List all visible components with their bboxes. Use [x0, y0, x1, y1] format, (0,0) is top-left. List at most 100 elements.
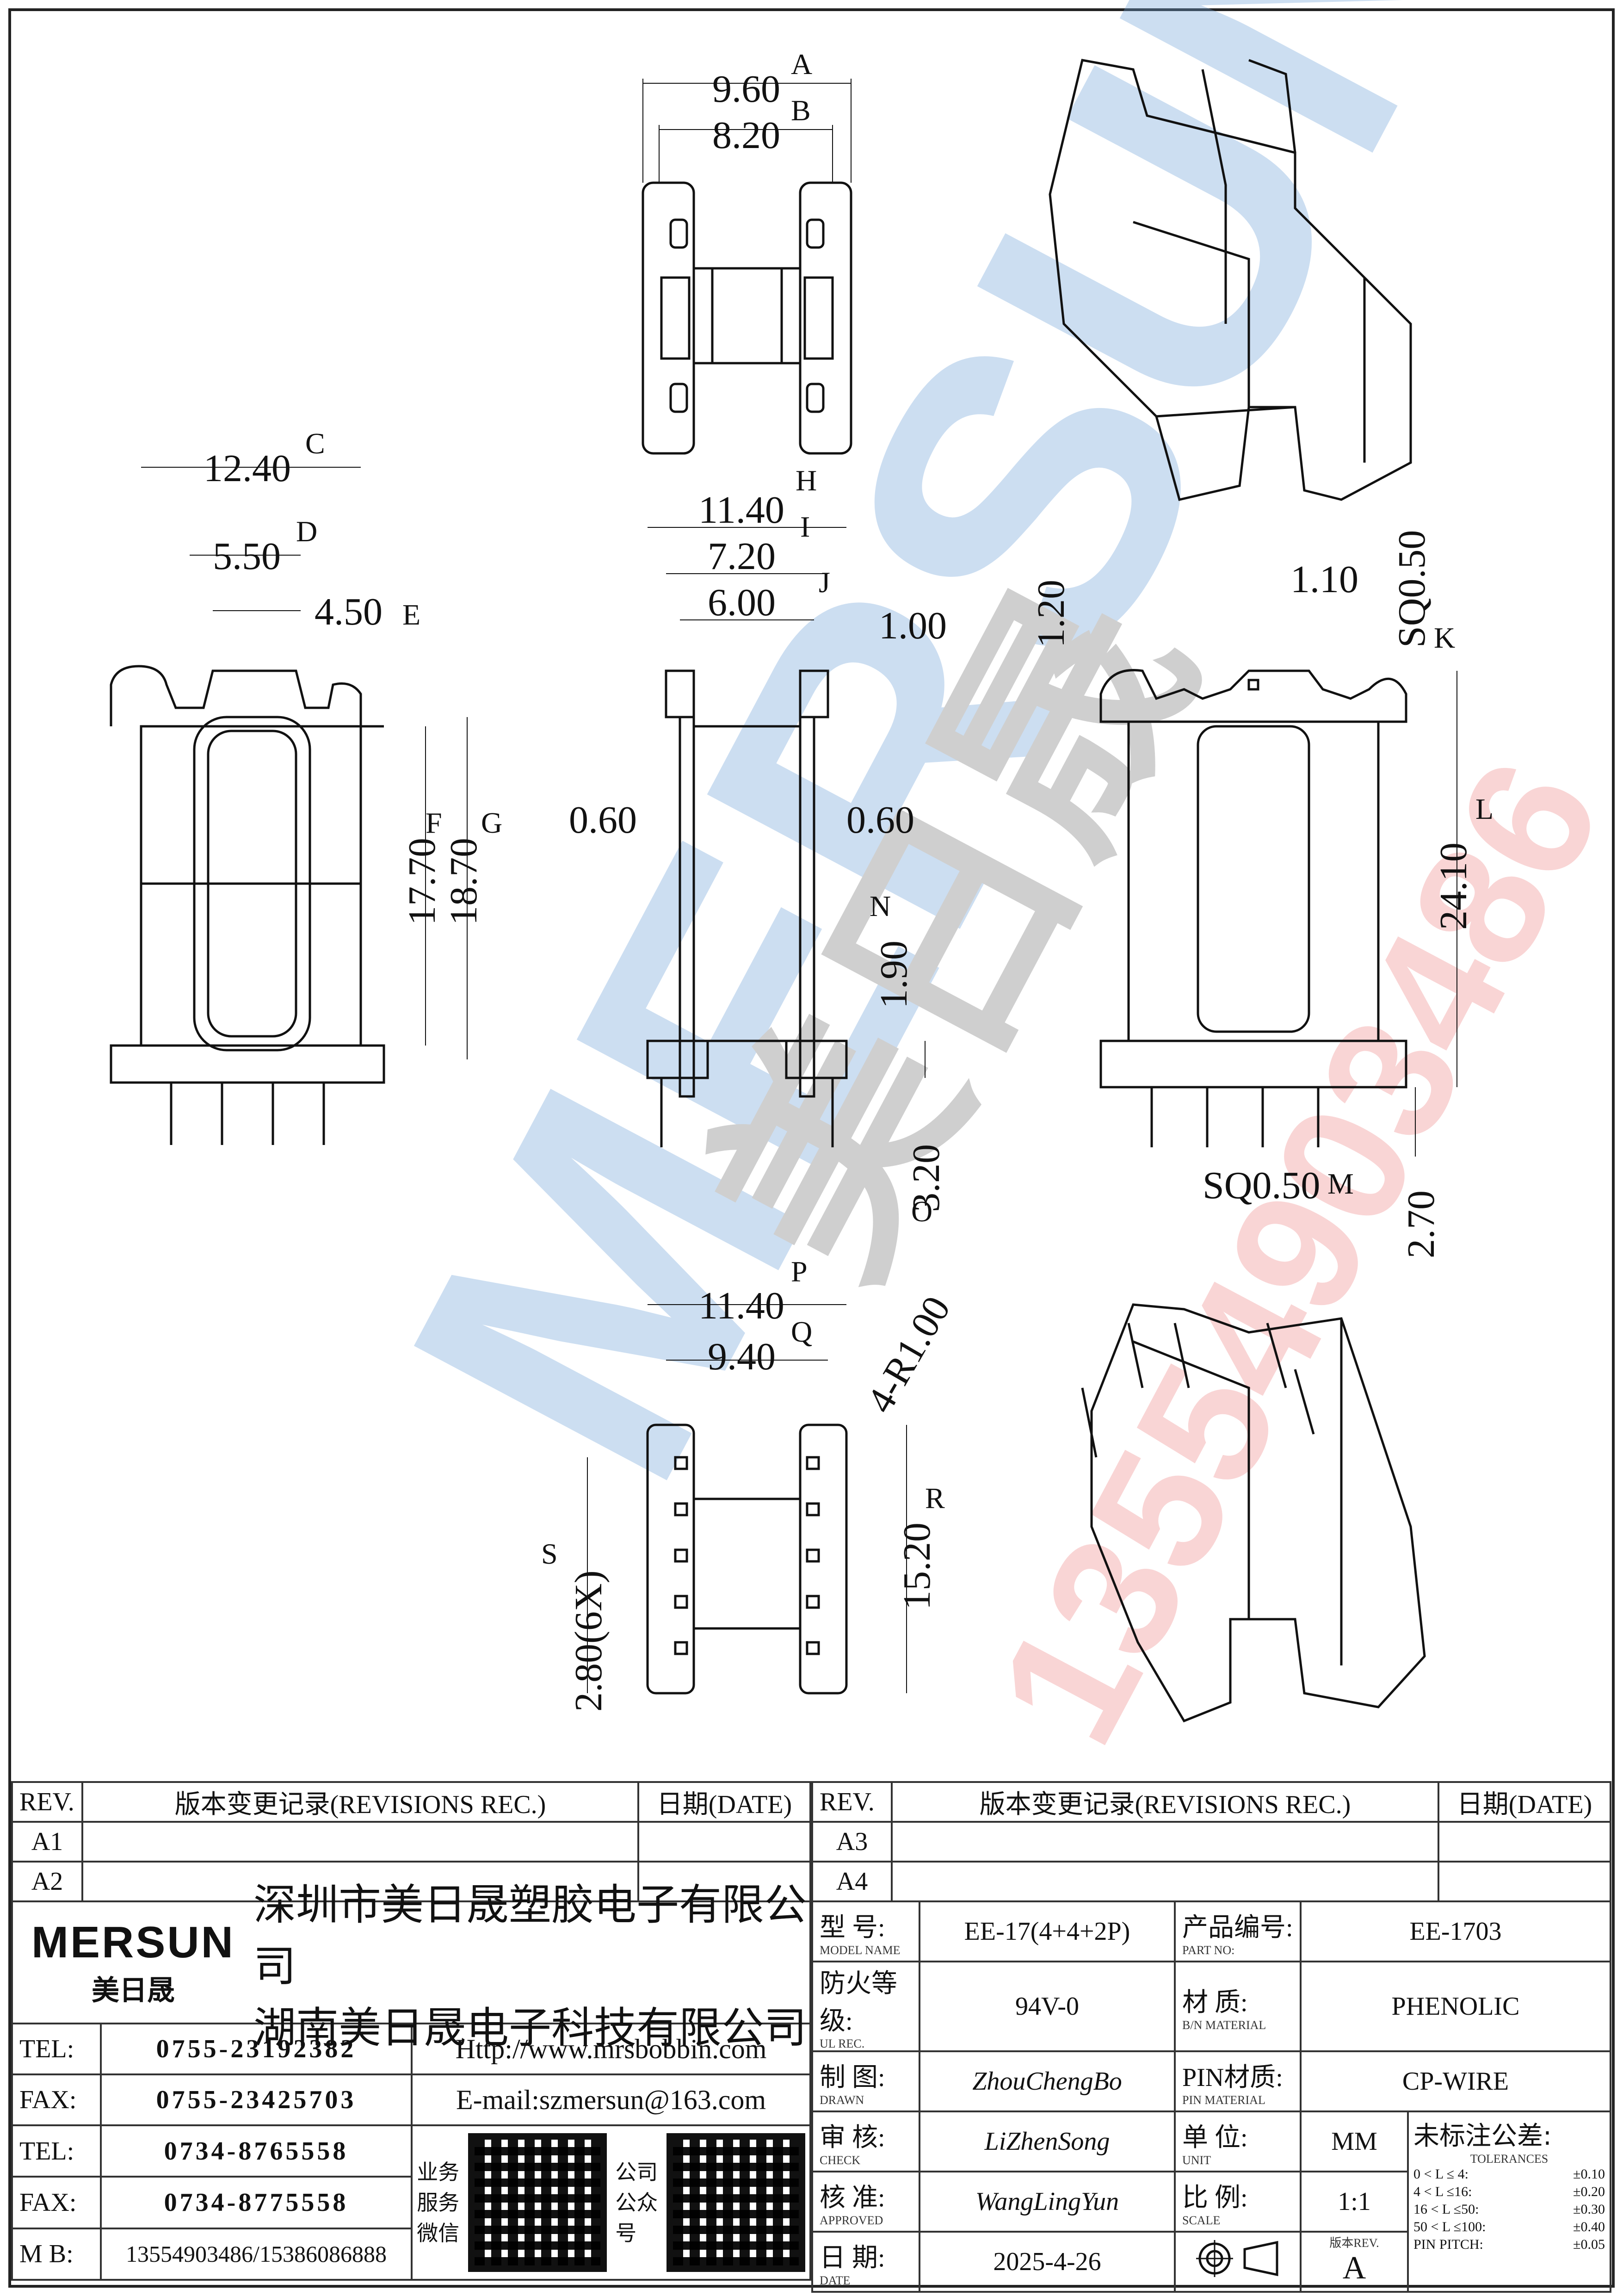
tol-range-3: 16 < L ≤50:: [1413, 2202, 1479, 2217]
tol-value-2: ±0.20: [1573, 2184, 1605, 2199]
part-label: 产品编号:: [1182, 1913, 1293, 1942]
dim-h: 11.40: [698, 489, 784, 532]
dim-j: 6.00: [708, 581, 776, 624]
check-label: 审 核:: [820, 2123, 885, 2152]
tag-r: R: [925, 1482, 945, 1515]
rev-a2: A2: [11, 1861, 83, 1902]
qr2-label: 公司 公众 号: [615, 2157, 658, 2248]
tag-l: L: [1475, 792, 1493, 825]
revisions-table-left: REV. 版本变更记录(REVISIONS REC.) 日期(DATE) A1 …: [11, 1781, 811, 1902]
tol-row-4: 50 < L ≤100: ±0.40: [1413, 2218, 1605, 2236]
model-label: 型 号:: [820, 1913, 885, 1942]
company-block: MERSUN 美日晟 深圳市美日晟塑胶电子有限公司 湖南美日晟电子科技有限公司 …: [11, 1880, 811, 2281]
dim-r: 15.20: [895, 1522, 938, 1610]
middle-dims: [648, 527, 926, 1078]
scale-label: 比 例:: [1182, 2183, 1248, 2212]
isometric-bottom: [1081, 1303, 1426, 1723]
pinmat-label: PIN材质:: [1182, 2063, 1283, 2092]
tag-b: B: [791, 94, 811, 127]
tol-row-1: 0 < L ≤ 4: ±0.10: [1413, 2166, 1605, 2183]
dim-left-060: 0.60: [569, 798, 637, 842]
scale-sub: SCALE: [1182, 2213, 1221, 2227]
tag-d: D: [296, 515, 317, 548]
qr2-label-2: 公众: [615, 2190, 658, 2215]
tag-o: O: [911, 1195, 932, 1228]
drawing-sheet: [8, 8, 1615, 2288]
logo-text: MERSUN: [31, 1917, 235, 1967]
ver-label: 版本REV.: [1329, 2236, 1379, 2250]
company-logo: MERSUN 美日晟: [13, 1917, 253, 2008]
check-value: LiZhenSong: [919, 2110, 1176, 2172]
rec-header-2: 版本变更记录(REVISIONS REC.): [891, 1781, 1439, 1823]
revisions-table-right: REV. 版本变更记录(REVISIONS REC.) 日期(DATE) A3 …: [811, 1781, 1611, 1902]
date-value: 2025-4-26: [919, 2231, 1176, 2293]
top-dims: [642, 79, 852, 183]
left-dims: [141, 467, 468, 1059]
fax1: 0755-23425703: [100, 2073, 413, 2126]
qr2-label-3: 号: [615, 2221, 637, 2246]
mat-label: 材 质:: [1182, 1988, 1248, 2017]
mb-label: M B:: [11, 2227, 102, 2281]
website-link[interactable]: Http://www.mrsbobbin.com: [411, 2023, 811, 2075]
scale-value: 1:1: [1300, 2171, 1409, 2233]
tag-c: C: [305, 427, 325, 460]
qr-code-official-icon: [666, 2133, 805, 2272]
mat-value: PHENOLIC: [1300, 1961, 1611, 2052]
date-header: 日期(DATE): [637, 1781, 811, 1823]
rev-header: REV.: [11, 1781, 83, 1823]
part-sub: PART NO:: [1182, 1943, 1235, 1957]
tag-e: E: [402, 598, 420, 631]
pinmat-sub: PIN MATERIAL: [1182, 2093, 1265, 2107]
tol-value-1: ±0.10: [1573, 2166, 1605, 2182]
pinmat-value: CP-WIRE: [1300, 2050, 1611, 2112]
tag-k: K: [1434, 621, 1455, 654]
qr1-label-1: 业务: [417, 2160, 460, 2185]
tag-f: F: [426, 806, 442, 839]
dim-w: 1.10: [1290, 558, 1358, 601]
qr1-label: 业务 服务 微信: [417, 2157, 459, 2248]
approved-value: WangLingYun: [919, 2171, 1176, 2233]
unit-sub: UNIT: [1182, 2153, 1211, 2167]
unit-value: MM: [1300, 2110, 1409, 2172]
check-sub: CHECK: [820, 2153, 861, 2167]
tolerances-cell: 未标注公差: TOLERANCES 0 < L ≤ 4: ±0.10 4 < L…: [1407, 2110, 1611, 2293]
qr-code-wechat-icon: [468, 2133, 607, 2272]
dim-q: 9.40: [708, 1335, 776, 1378]
dim-c: 12.40: [204, 447, 291, 490]
tol-value-5: ±0.05: [1573, 2237, 1605, 2252]
dim-f: 17.70: [401, 838, 444, 925]
tol-value-3: ±0.30: [1573, 2202, 1605, 2217]
tol-range-4: 50 < L ≤100:: [1413, 2219, 1486, 2234]
tol-row-5: PIN PITCH: ±0.05: [1413, 2236, 1605, 2253]
drawn-value: ZhouChengBo: [919, 2050, 1176, 2112]
qr1-label-2: 服务: [417, 2190, 460, 2215]
tol-row-3: 16 < L ≤50: ±0.30: [1413, 2201, 1605, 2218]
email-link[interactable]: E-mail:szmersun@163.com: [411, 2073, 811, 2126]
drawn-sub: DRAWN: [820, 2093, 864, 2107]
rec-header: 版本变更记录(REVISIONS REC.): [81, 1781, 639, 1823]
model-value: EE-17(4+4+2P): [919, 1900, 1176, 1962]
middle-view: [646, 669, 848, 1147]
rev-a4: A4: [811, 1861, 893, 1902]
mat-sub: B/N MATERIAL: [1182, 2018, 1266, 2032]
company-name-1: 深圳市美日晟塑胶电子有限公司: [253, 1880, 807, 1991]
rev-a3: A3: [811, 1821, 893, 1863]
fax1-label: FAX:: [11, 2073, 102, 2126]
technical-drawing: MERSUN 美日晟 13554903486: [110, 0, 1623, 1758]
tel2-label: TEL:: [11, 2124, 102, 2178]
date-sub: DATE: [820, 2273, 851, 2287]
rev-header-2: REV.: [811, 1781, 893, 1823]
isometric-top: [1049, 59, 1412, 501]
ul-sub: UL REC.: [820, 2037, 865, 2050]
dim-t: 1.20: [1030, 580, 1073, 648]
ver-value: A: [1342, 2250, 1366, 2286]
spec-block: 型 号:MODEL NAME EE-17(4+4+2P) 产品编号:PART N…: [811, 1900, 1611, 2293]
model-sub: MODEL NAME: [820, 1943, 901, 1957]
right-dims: [1415, 671, 1457, 1157]
watermark: MERSUN 美日晟 13554903486: [321, 0, 1623, 1758]
tag-j: J: [819, 566, 830, 599]
dim-l: 24.10: [1432, 842, 1475, 930]
unit-label: 单 位:: [1182, 2123, 1248, 2152]
tag-h: H: [796, 464, 817, 497]
fax2-label: FAX:: [11, 2176, 102, 2229]
